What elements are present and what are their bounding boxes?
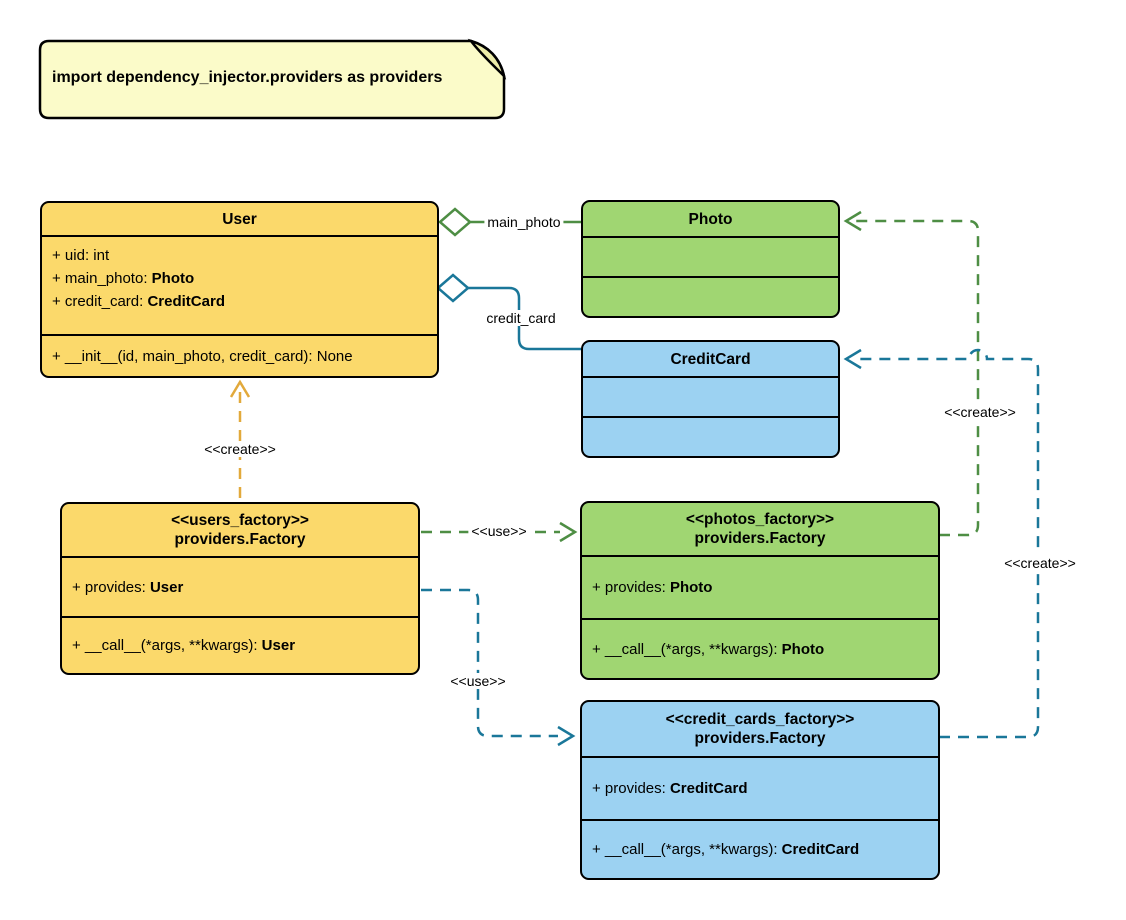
method-row: + __init__(id, main_photo, credit_card):… <box>52 347 353 365</box>
methods-compartment: + __call__(*args, **kwargs): User <box>62 616 418 673</box>
methods-compartment <box>583 416 838 456</box>
attributes-compartment: + provides: User <box>62 556 418 616</box>
attributes-compartment: + uid: int + main_photo: Photo + credit_… <box>42 235 437 334</box>
class-box-user: User + uid: int + main_photo: Photo + cr… <box>40 201 439 378</box>
edge-label-create-photo: <<create>> <box>941 404 1019 420</box>
attributes-compartment: + provides: CreditCard <box>582 756 938 819</box>
methods-compartment: + __call__(*args, **kwargs): CreditCard <box>582 819 938 878</box>
class-title: CreditCard <box>670 350 751 368</box>
class-box-users-factory: <<users_factory>> providers.Factory + pr… <box>60 502 420 675</box>
attribute-row: + credit_card: CreditCard <box>52 293 225 310</box>
arrowhead <box>229 379 251 398</box>
edge-users-factory-use-photos-factory <box>421 521 578 543</box>
attributes-compartment <box>583 236 838 276</box>
edge-users-factory-use-credit-cards-factory <box>421 588 576 747</box>
edge-credit-cards-factory-create-credit-card <box>843 348 1040 739</box>
methods-compartment: + __init__(id, main_photo, credit_card):… <box>42 334 437 376</box>
method-row: + __call__(*args, **kwargs): User <box>72 637 296 654</box>
arrowhead <box>843 348 862 370</box>
edge-label-use-credit-cards: <<use>> <box>447 673 509 689</box>
attribute-row: + uid: int <box>52 247 110 264</box>
class-box-photo: Photo <box>581 200 840 318</box>
edge-label-create-user: <<create>> <box>201 441 279 457</box>
methods-compartment <box>583 276 838 316</box>
method-row: + __call__(*args, **kwargs): Photo <box>592 640 825 658</box>
class-box-credit-card: CreditCard <box>581 340 840 458</box>
class-title: <<credit_cards_factory>> providers.Facto… <box>665 711 855 747</box>
edge-photos-factory-create-photo <box>843 210 980 537</box>
edge-users-factory-create-user <box>229 379 251 498</box>
class-title: <<users_factory>> providers.Factory <box>171 512 309 548</box>
aggregation-diamond <box>436 273 470 303</box>
attribute-row: + provides: CreditCard <box>592 780 748 797</box>
methods-compartment: + __call__(*args, **kwargs): Photo <box>582 618 938 678</box>
arrowhead <box>557 725 576 747</box>
class-box-credit-cards-factory: <<credit_cards_factory>> providers.Facto… <box>580 700 940 880</box>
method-row: + __call__(*args, **kwargs): CreditCard <box>592 841 860 858</box>
note-shape <box>38 38 507 120</box>
class-box-photos-factory: <<photos_factory>> providers.Factory + p… <box>580 501 940 680</box>
class-title: Photo <box>688 210 733 228</box>
attribute-row: + main_photo: Photo <box>52 270 195 287</box>
note-text: import dependency_injector.providers as … <box>52 69 443 86</box>
aggregation-diamond <box>438 207 472 237</box>
class-title: User <box>222 210 257 228</box>
attribute-row: + provides: Photo <box>592 579 713 596</box>
arrowhead <box>843 210 862 232</box>
edge-label-use-photos: <<use>> <box>468 523 530 539</box>
edge-label-main-photo: main_photo <box>484 214 564 230</box>
attributes-compartment: + provides: Photo <box>582 555 938 618</box>
class-title: <<photos_factory>> providers.Factory <box>685 511 835 547</box>
arrowhead <box>559 521 578 543</box>
attributes-compartment <box>583 376 838 416</box>
note-fold-corner <box>467 38 507 80</box>
edge-label-credit-card: credit_card <box>483 310 559 326</box>
edge-label-create-credit-card: <<create>> <box>1001 555 1079 571</box>
attribute-row: + provides: User <box>72 578 184 596</box>
